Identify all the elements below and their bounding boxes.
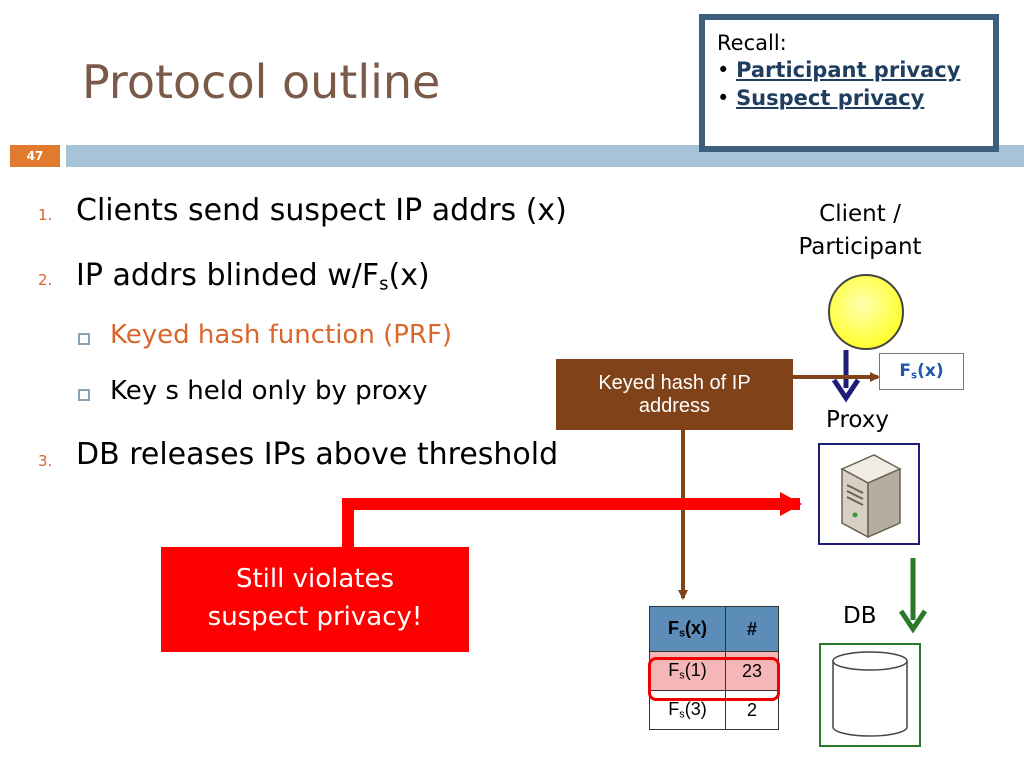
table-header-fs: Fs(x) bbox=[649, 606, 726, 652]
recall-item-suspect: • Suspect privacy bbox=[717, 85, 925, 110]
table-header-count: # bbox=[725, 606, 779, 652]
table-row: Fs(3) 2 bbox=[649, 690, 779, 730]
recall-heading: Recall: bbox=[717, 31, 787, 55]
fs-x-box: Fs(x) bbox=[879, 353, 964, 390]
violation-arrow bbox=[342, 492, 802, 548]
outline-item-2: IP addrs blinded w/Fs(x) bbox=[76, 258, 430, 295]
item-number-3: 3. bbox=[38, 452, 53, 470]
proxy-node bbox=[818, 443, 920, 545]
bullet-square-icon bbox=[78, 333, 90, 345]
item-number-2: 2. bbox=[38, 271, 53, 289]
item-number-1: 1. bbox=[38, 206, 53, 224]
recall-link-suspect-privacy[interactable]: Suspect privacy bbox=[736, 85, 925, 110]
violation-callout: Still violates suspect privacy! bbox=[161, 547, 469, 652]
server-icon bbox=[840, 454, 902, 539]
slide-title: Protocol outline bbox=[82, 55, 441, 109]
database-icon bbox=[832, 651, 908, 737]
outline-item-1: Clients send suspect IP addrs (x) bbox=[76, 193, 567, 228]
subitem-keyed-hash: Keyed hash function (PRF) bbox=[110, 320, 453, 350]
highlight-ring bbox=[648, 657, 780, 701]
subitem-key-held: Key s held only by proxy bbox=[110, 376, 428, 406]
recall-box: Recall: • Participant privacy • Suspect … bbox=[699, 14, 999, 152]
table-cell-key: Fs(3) bbox=[649, 690, 726, 730]
table-header-row: Fs(x) # bbox=[649, 606, 779, 652]
proxy-label: Proxy bbox=[826, 407, 890, 433]
client-node bbox=[828, 274, 904, 350]
slide-number: 47 bbox=[10, 145, 60, 167]
db-node bbox=[819, 643, 921, 747]
table-cell-count: 2 bbox=[725, 690, 779, 730]
outline-item-3: DB releases IPs above threshold bbox=[76, 437, 559, 472]
client-label: Client / Participant bbox=[798, 201, 922, 261]
recall-link-participant-privacy[interactable]: Participant privacy bbox=[736, 58, 961, 83]
recall-item-participant: • Participant privacy bbox=[717, 58, 961, 83]
bullet-square-icon bbox=[78, 389, 90, 401]
db-label: DB bbox=[843, 603, 877, 629]
